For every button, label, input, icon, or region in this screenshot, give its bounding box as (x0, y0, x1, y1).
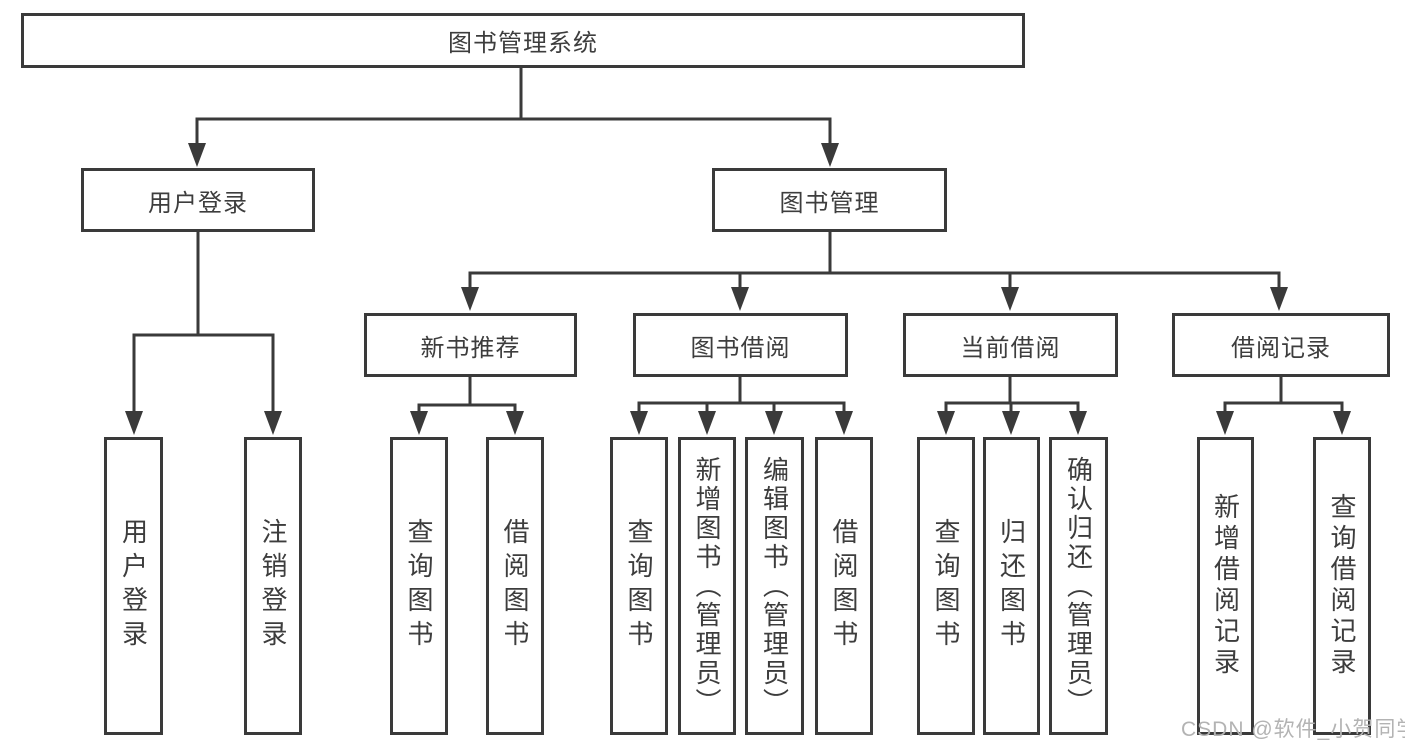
leaf-query-borrow-record-label: 查询借阅记录 (1327, 493, 1357, 679)
leaf-query-books-recommend: 查询图书 (390, 437, 448, 735)
leaf-logout: 注销登录 (244, 437, 302, 735)
leaf-query-books-borrow: 查询图书 (610, 437, 668, 735)
leaf-logout-label: 注销登录 (258, 518, 288, 654)
node-root-label: 图书管理系统 (448, 30, 598, 57)
leaf-add-books-admin-label: 新增图书（管理员） (692, 455, 722, 717)
node-current-borrow-label: 当前借阅 (960, 334, 1061, 362)
leaf-add-borrow-record: 新增借阅记录 (1197, 437, 1254, 735)
node-book-borrow: 图书借阅 (633, 313, 848, 377)
leaf-edit-books-admin: 编辑图书（管理员） (745, 437, 804, 735)
leaf-confirm-return-admin: 确认归还（管理员） (1049, 437, 1108, 735)
leaf-user-login: 用户登录 (104, 437, 163, 735)
node-borrow-records-label: 借阅记录 (1231, 334, 1331, 362)
leaf-borrow-books-label: 借阅图书 (829, 518, 859, 654)
leaf-query-books-current: 查询图书 (917, 437, 975, 735)
leaf-borrow-books-recommend: 借阅图书 (486, 437, 544, 735)
node-book-management-label: 图书管理 (779, 189, 880, 217)
leaf-query-borrow-record: 查询借阅记录 (1313, 437, 1371, 735)
leaf-query-books-current-label: 查询图书 (931, 518, 961, 654)
node-borrow-records: 借阅记录 (1172, 313, 1390, 377)
leaf-confirm-return-admin-label: 确认归还（管理员） (1063, 455, 1094, 717)
node-book-management: 图书管理 (712, 168, 947, 232)
leaf-borrow-books: 借阅图书 (815, 437, 873, 735)
node-current-borrow: 当前借阅 (903, 313, 1118, 377)
node-book-borrow-label: 图书借阅 (690, 334, 791, 362)
leaf-query-books-recommend-label: 查询图书 (404, 518, 434, 654)
leaf-query-books-borrow-label: 查询图书 (624, 518, 654, 654)
node-new-book-recommend: 新书推荐 (364, 313, 577, 377)
leaf-borrow-books-recommend-label: 借阅图书 (500, 518, 530, 654)
node-user-login: 用户登录 (81, 168, 315, 232)
leaf-return-books: 归还图书 (983, 437, 1040, 735)
node-root: 图书管理系统 (21, 13, 1025, 68)
leaf-add-books-admin: 新增图书（管理员） (678, 437, 736, 735)
leaf-user-login-label: 用户登录 (118, 518, 149, 654)
node-user-login-label: 用户登录 (148, 189, 248, 217)
csdn-watermark: CSDN @软件_小贺同学 (1181, 718, 1405, 741)
leaf-add-borrow-record-label: 新增借阅记录 (1210, 493, 1241, 679)
leaf-edit-books-admin-label: 编辑图书（管理员） (759, 455, 790, 717)
node-new-book-recommend-label: 新书推荐 (420, 334, 521, 362)
leaf-return-books-label: 归还图书 (996, 518, 1027, 654)
